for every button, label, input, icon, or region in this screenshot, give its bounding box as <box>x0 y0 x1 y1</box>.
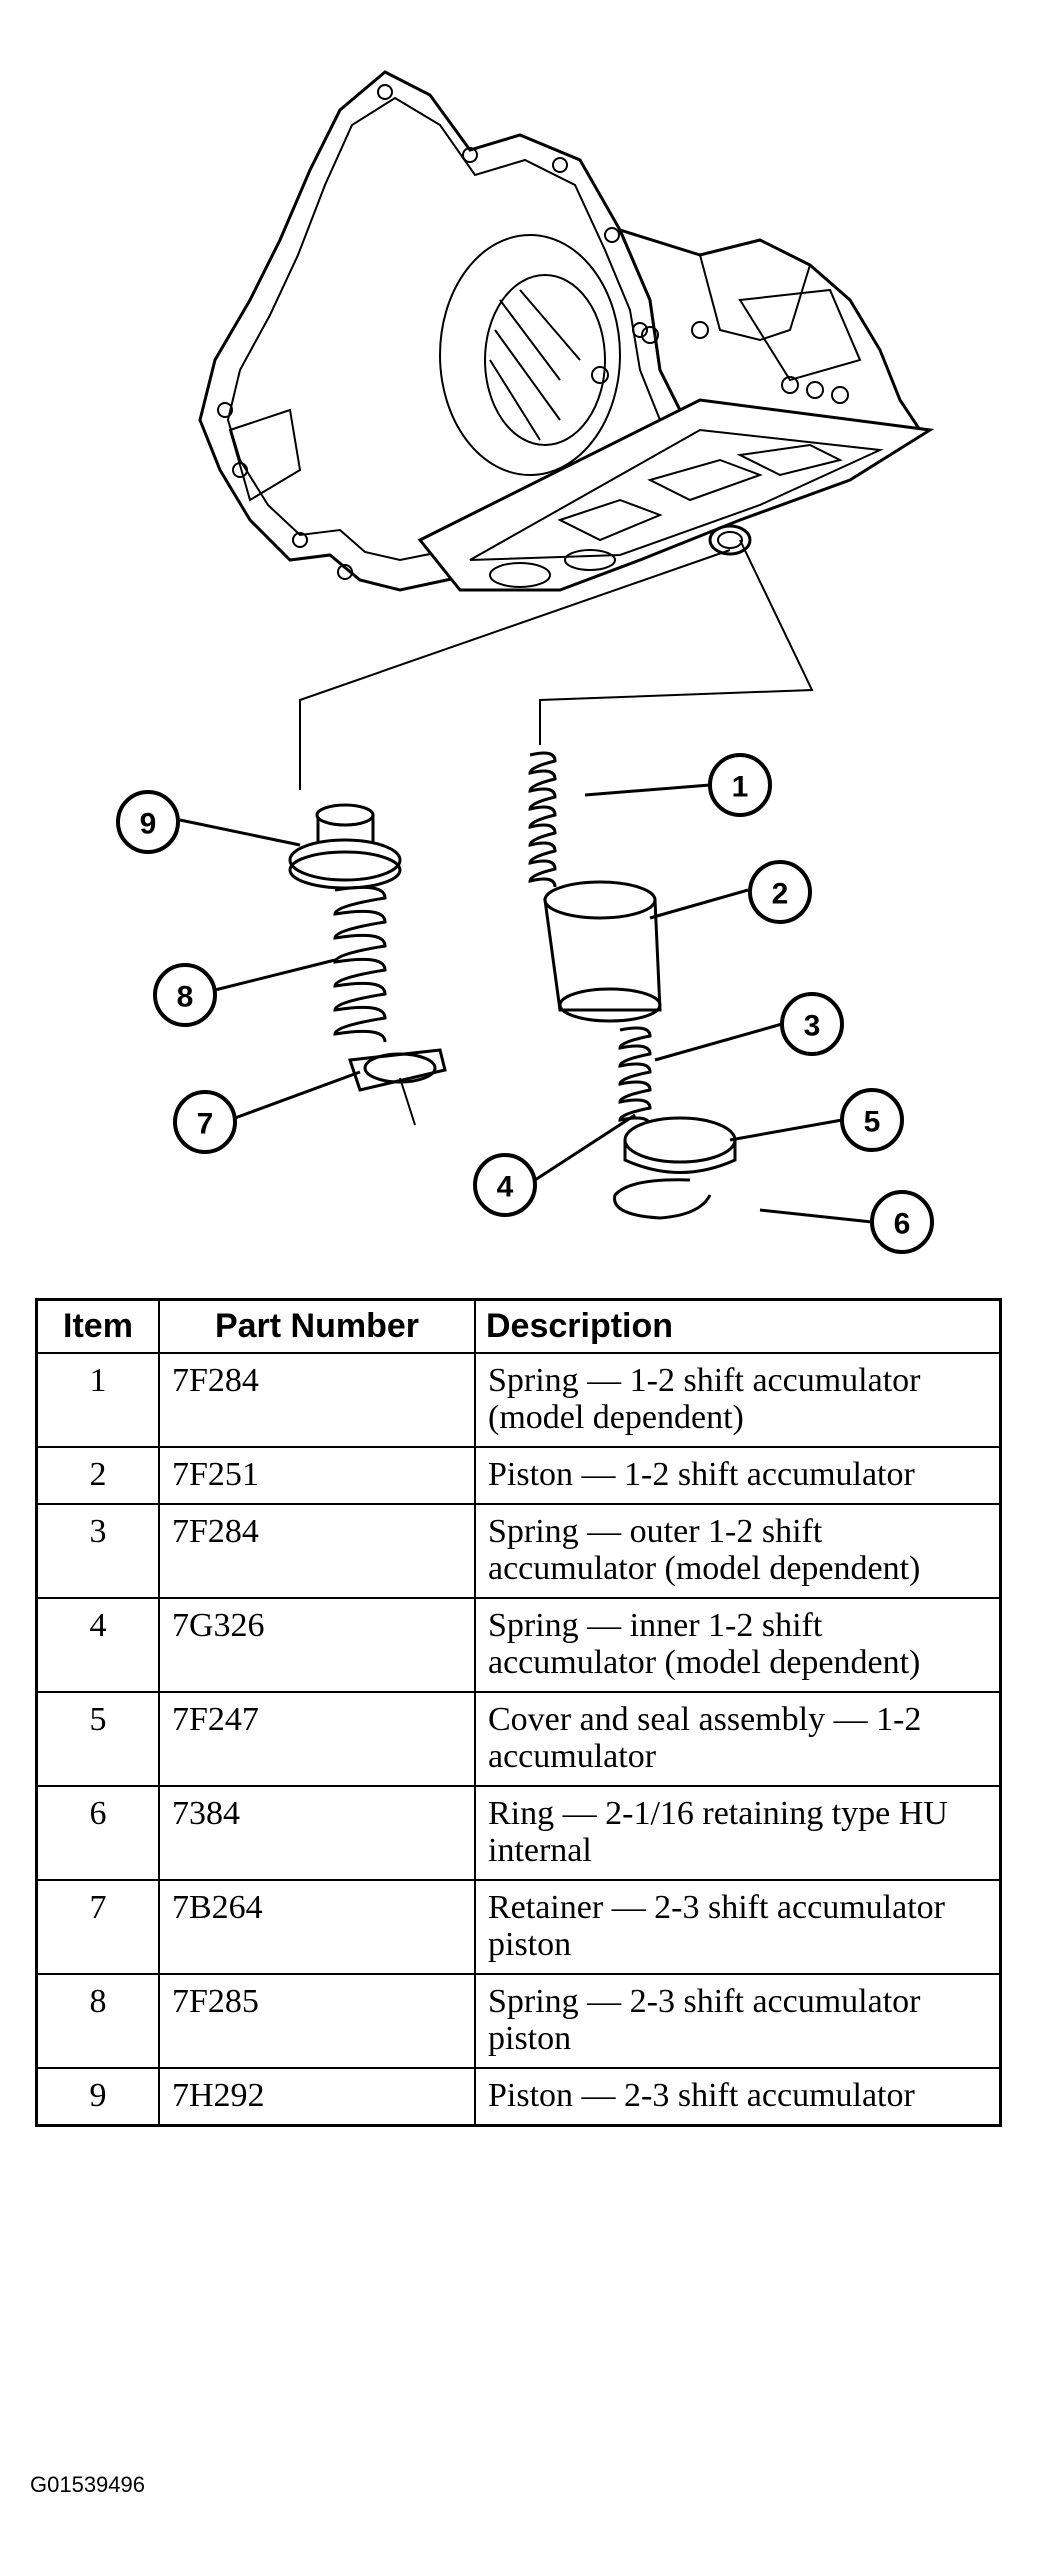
spring-3-4-drawing <box>618 1026 652 1127</box>
leader-3 <box>654 1022 783 1062</box>
cell-item: 6 <box>35 1785 160 1881</box>
svg-text:9: 9 <box>140 808 157 841</box>
cell-part-number: 7F247 <box>158 1691 476 1787</box>
retainer-7-drawing <box>347 1048 447 1126</box>
cell-part-number: 7F285 <box>158 1973 476 2069</box>
table-row: 1 7F284 Spring — 1-2 shift accumulator (… <box>35 1352 1002 1448</box>
svg-text:1: 1 <box>732 771 749 804</box>
table-row: 9 7H292 Piston — 2-3 shift accumulator <box>35 2067 1002 2127</box>
table-header-row: Item Part Number Description <box>35 1298 1002 1354</box>
cover-5-drawing <box>623 1116 737 1174</box>
table-row: 8 7F285 Spring — 2-3 shift accumulator p… <box>35 1973 1002 2069</box>
callout-9: 9 <box>116 790 180 854</box>
transmission-case-drawing <box>198 70 935 592</box>
header-description: Description <box>474 1298 1002 1354</box>
cell-item: 9 <box>35 2067 160 2127</box>
table-row: 7 7B264 Retainer — 2-3 shift accumulator… <box>35 1879 1002 1975</box>
header-item: Item <box>35 1298 160 1354</box>
cell-part-number: 7H292 <box>158 2067 476 2127</box>
cell-item: 4 <box>35 1597 160 1693</box>
cell-description: Spring — outer 1-2 shift accumulator (mo… <box>474 1503 1002 1599</box>
callout-7: 7 <box>173 1090 237 1154</box>
callout-8: 8 <box>153 963 217 1027</box>
svg-text:5: 5 <box>864 1106 881 1139</box>
table-row: 4 7G326 Spring — inner 1-2 shift accumul… <box>35 1597 1002 1693</box>
table-row: 6 7384 Ring — 2-1/16 retaining type HU i… <box>35 1785 1002 1881</box>
cell-part-number: 7F251 <box>158 1446 476 1505</box>
cell-item: 5 <box>35 1691 160 1787</box>
leader-8 <box>214 958 336 992</box>
routing-line-left <box>299 549 731 790</box>
cell-item: 3 <box>35 1503 160 1599</box>
leader-7 <box>234 1070 361 1120</box>
cell-item: 2 <box>35 1446 160 1505</box>
cell-description: Piston — 2-3 shift accumulator <box>474 2067 1002 2127</box>
table-row: 5 7F247 Cover and seal assembly — 1-2 ac… <box>35 1691 1002 1787</box>
cell-description: Piston — 1-2 shift accumulator <box>474 1446 1002 1505</box>
cell-description: Ring — 2-1/16 retaining type HU internal <box>474 1785 1002 1881</box>
callout-3: 3 <box>780 992 844 1056</box>
piston-2-drawing <box>543 880 662 1023</box>
leader-9 <box>179 818 301 847</box>
routing-line-right <box>539 539 814 745</box>
cell-part-number: 7G326 <box>158 1597 476 1693</box>
cell-item: 1 <box>35 1352 160 1448</box>
cell-description: Spring — 2-3 shift accumulator piston <box>474 1973 1002 2069</box>
leader-4 <box>534 1113 636 1182</box>
cell-part-number: 7F284 <box>158 1352 476 1448</box>
table-row: 2 7F251 Piston — 1-2 shift accumulator <box>35 1446 1002 1505</box>
ring-6-drawing <box>613 1178 712 1220</box>
svg-text:8: 8 <box>177 981 194 1014</box>
leader-2 <box>649 888 749 920</box>
cell-part-number: 7384 <box>158 1785 476 1881</box>
callout-5: 5 <box>840 1088 904 1152</box>
callout-6: 6 <box>870 1190 934 1254</box>
callout-1: 1 <box>708 753 772 817</box>
svg-text:2: 2 <box>772 878 789 911</box>
svg-text:7: 7 <box>197 1108 214 1141</box>
figure-id: G01539496 <box>30 2472 145 2497</box>
spring-1-drawing <box>528 751 557 888</box>
svg-text:4: 4 <box>497 1171 514 1204</box>
cell-description: Spring — 1-2 shift accumulator (model de… <box>474 1352 1002 1448</box>
exploded-view-diagram: 1 2 3 4 5 6 7 8 9 <box>116 70 935 1254</box>
callout-4: 4 <box>473 1153 537 1217</box>
cell-description: Spring — inner 1-2 shift accumulator (mo… <box>474 1597 1002 1693</box>
cell-part-number: 7B264 <box>158 1879 476 1975</box>
cell-description: Retainer — 2-3 shift accumulator piston <box>474 1879 1002 1975</box>
cell-description: Cover and seal assembly — 1-2 accumulato… <box>474 1691 1002 1787</box>
spring-8-drawing <box>333 885 387 1043</box>
piston-9-drawing <box>288 803 402 890</box>
leader-6 <box>759 1208 873 1224</box>
svg-text:3: 3 <box>804 1010 821 1043</box>
header-part-number: Part Number <box>158 1298 476 1354</box>
leader-5 <box>729 1118 843 1142</box>
leader-1 <box>584 783 711 797</box>
parts-table: Item Part Number Description 1 7F284 Spr… <box>35 1298 1002 2127</box>
callout-2: 2 <box>748 860 812 924</box>
cell-item: 7 <box>35 1879 160 1975</box>
cell-part-number: 7F284 <box>158 1503 476 1599</box>
cell-item: 8 <box>35 1973 160 2069</box>
table-row: 3 7F284 Spring — outer 1-2 shift accumul… <box>35 1503 1002 1599</box>
svg-text:6: 6 <box>894 1208 911 1241</box>
